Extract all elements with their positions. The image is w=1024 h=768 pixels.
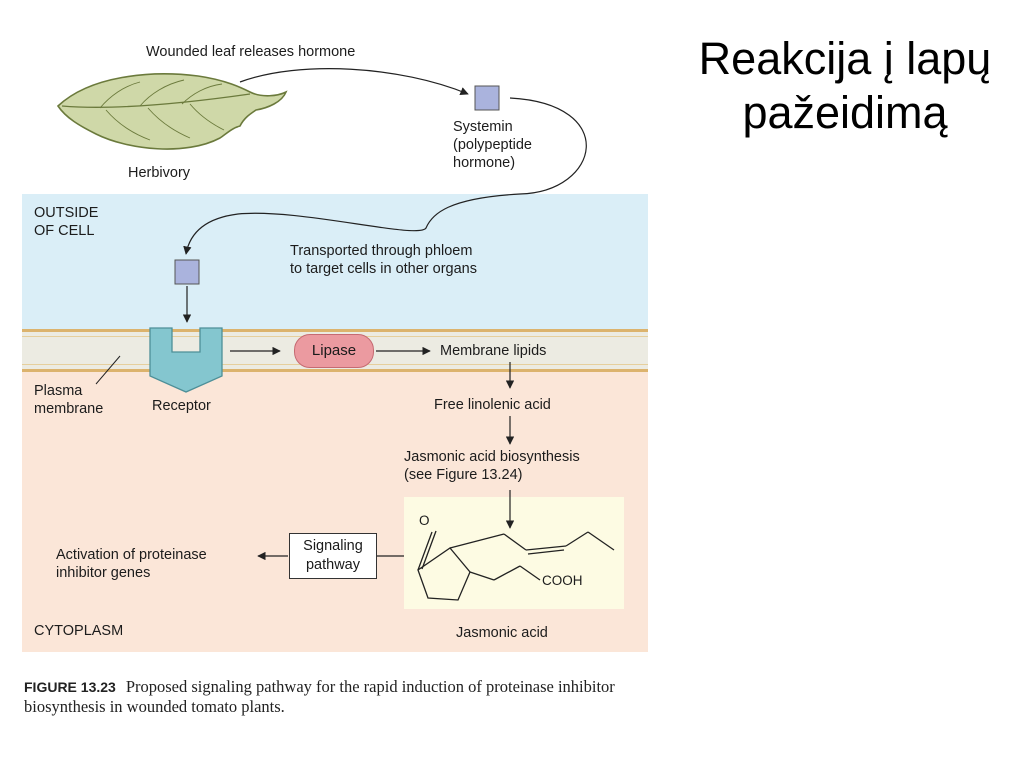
plasma-membrane-label-line: membrane: [34, 401, 104, 417]
figure-caption-text: Proposed signaling pathway for the rapid…: [24, 677, 615, 716]
receptor-shape: [149, 327, 223, 393]
cytoplasm-label: CYTOPLASM: [34, 623, 124, 639]
outside-cell-label-line: OF CELL: [34, 223, 95, 239]
jasmonic-biosynthesis-label: Jasmonic acid biosynthesis (see Figure 1…: [404, 448, 580, 484]
membrane-lipids-label: Membrane lipids: [440, 343, 547, 359]
signaling-pathway-label-line: pathway: [305, 557, 360, 573]
plasma-membrane-label-line: Plasma: [34, 383, 83, 399]
activation-label: Activation of proteinase inhibitor genes: [56, 546, 207, 582]
systemin-square-top: [474, 85, 500, 111]
systemin-square-receptor: [174, 259, 200, 285]
figure-caption-label: FIGURE 13.23: [24, 679, 116, 695]
hormone-release-arrow: [239, 68, 469, 96]
jasmonic-acid-structure-panel: [404, 497, 624, 609]
herbivory-label: Herbivory: [128, 165, 191, 181]
jasmonic-acid-label: Jasmonic acid: [456, 625, 548, 641]
phloem-transport-label: Transported through phloem to target cel…: [290, 242, 477, 278]
phloem-transport-label-line: to target cells in other organs: [290, 261, 477, 277]
receptor-label: Receptor: [152, 398, 211, 414]
systemin-label-line: hormone): [453, 155, 516, 171]
phloem-transport-label-line: Transported through phloem: [290, 243, 473, 259]
membrane-outer-edge: [22, 329, 648, 332]
wounded-leaf-label: Wounded leaf releases hormone: [146, 44, 356, 60]
lipase-enzyme: Lipase: [294, 334, 374, 368]
outside-cell-label: OUTSIDE OF CELL: [34, 204, 98, 240]
jasmonic-biosynthesis-label-line: (see Figure 13.24): [404, 467, 523, 483]
phloem-transport-arrow: [183, 97, 587, 255]
signaling-pathway-label-line: Signaling: [303, 538, 363, 554]
plasma-membrane-pointer: [95, 355, 121, 385]
slide-title: Reakcija į lapų pažeidimą: [698, 33, 992, 138]
jasmonic-biosynthesis-label-line: Jasmonic acid biosynthesis: [404, 449, 580, 465]
systemin-label-line: (polypeptide: [453, 137, 532, 153]
activation-label-line: Activation of proteinase: [56, 547, 207, 563]
cooh-group-label: COOH: [542, 573, 583, 588]
membrane-inner-edge: [22, 369, 648, 372]
outside-cell-label-line: OUTSIDE: [34, 205, 99, 221]
oxygen-atom-label: O: [419, 513, 430, 528]
free-linolenic-acid-label: Free linolenic acid: [434, 397, 551, 413]
plasma-membrane-label: Plasma membrane: [34, 382, 103, 418]
systemin-label: Systemin (polypeptide hormone): [453, 118, 532, 172]
systemin-label-line: Systemin: [453, 119, 513, 135]
leaf-illustration: [56, 73, 288, 150]
activation-label-line: inhibitor genes: [56, 565, 151, 581]
jasmonic-acid-structure: [417, 530, 615, 601]
outside-cell-region: [22, 194, 648, 329]
signaling-pathway-box: Signaling pathway: [289, 533, 377, 579]
